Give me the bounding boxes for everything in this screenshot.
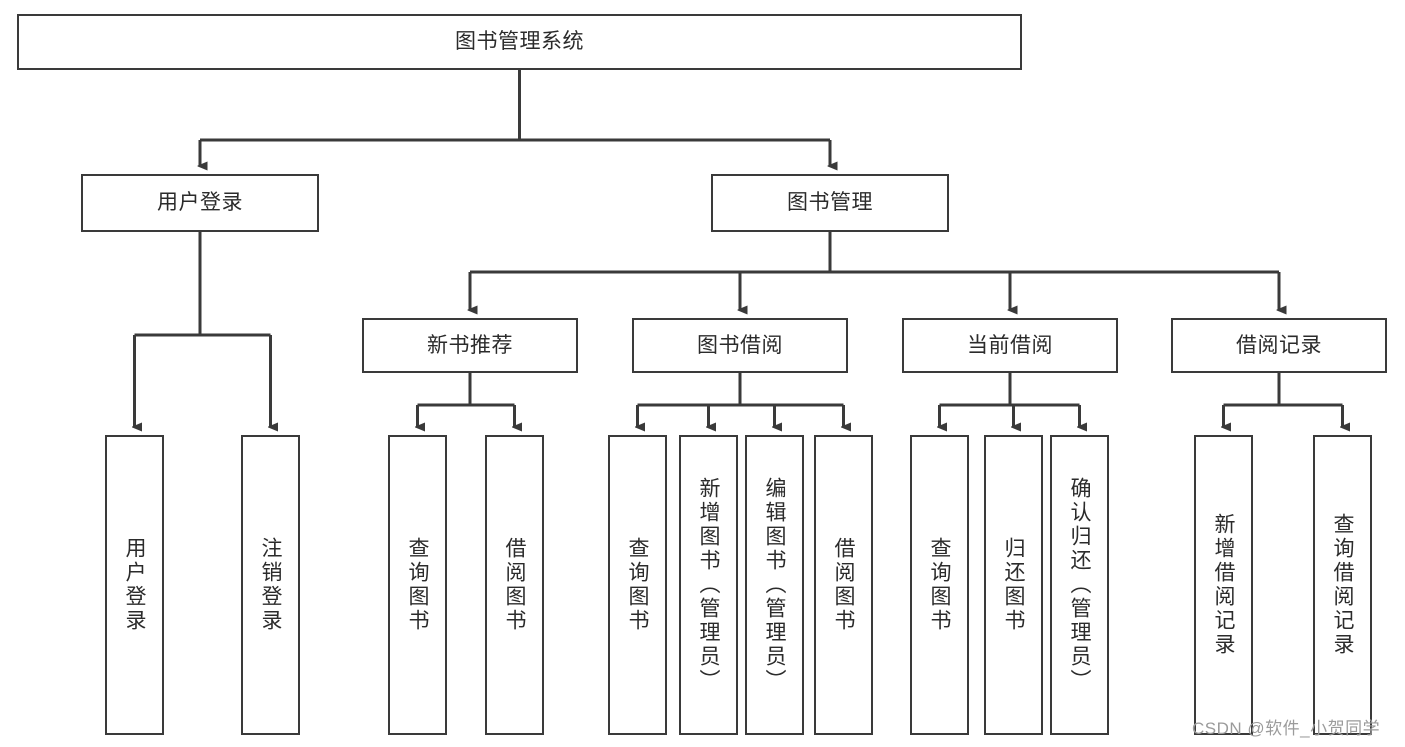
node-leaf-query-book-cb-label: 查询图书 <box>928 537 951 633</box>
node-borrow-record[interactable]: 借阅记录 <box>1171 318 1387 373</box>
node-leaf-query-record[interactable]: 查询借阅记录 <box>1313 435 1372 735</box>
node-leaf-query-record-label: 查询借阅记录 <box>1331 513 1354 657</box>
node-user-login[interactable]: 用户登录 <box>81 174 319 232</box>
node-root-label: 图书管理系统 <box>455 30 584 54</box>
node-leaf-query-book-bb-label: 查询图书 <box>626 537 649 633</box>
node-root[interactable]: 图书管理系统 <box>17 14 1022 70</box>
node-leaf-query-book-rec[interactable]: 查询图书 <box>388 435 447 735</box>
node-user-login-label: 用户登录 <box>157 191 243 215</box>
node-leaf-borrow-book-rec[interactable]: 借阅图书 <box>485 435 544 735</box>
node-leaf-confirm-return-label: 确认归还（管理员） <box>1068 477 1091 693</box>
node-leaf-user-login[interactable]: 用户登录 <box>105 435 164 735</box>
node-leaf-logout-label: 注销登录 <box>259 537 282 633</box>
node-leaf-user-login-label: 用户登录 <box>123 537 146 633</box>
node-borrow-record-label: 借阅记录 <box>1236 333 1322 357</box>
node-leaf-return-book-label: 归还图书 <box>1002 537 1025 633</box>
csdn-watermark: CSDN @软件_小贺同学 <box>1192 719 1381 738</box>
node-leaf-add-record-label: 新增借阅记录 <box>1212 513 1235 657</box>
node-leaf-borrow-book-rec-label: 借阅图书 <box>503 537 526 633</box>
node-leaf-query-book-rec-label: 查询图书 <box>406 537 429 633</box>
node-leaf-return-book[interactable]: 归还图书 <box>984 435 1043 735</box>
node-leaf-edit-book[interactable]: 编辑图书（管理员） <box>745 435 804 735</box>
node-book-borrow-label: 图书借阅 <box>697 333 783 357</box>
node-current-borrow[interactable]: 当前借阅 <box>902 318 1118 373</box>
node-leaf-confirm-return[interactable]: 确认归还（管理员） <box>1050 435 1109 735</box>
node-leaf-borrow-book-bb-label: 借阅图书 <box>832 537 855 633</box>
node-leaf-borrow-book-bb[interactable]: 借阅图书 <box>814 435 873 735</box>
node-book-manage-label: 图书管理 <box>787 191 873 215</box>
node-current-borrow-label: 当前借阅 <box>967 333 1053 357</box>
node-leaf-query-book-bb[interactable]: 查询图书 <box>608 435 667 735</box>
node-book-borrow[interactable]: 图书借阅 <box>632 318 848 373</box>
node-leaf-add-record[interactable]: 新增借阅记录 <box>1194 435 1253 735</box>
node-new-book-rec-label: 新书推荐 <box>427 333 513 357</box>
node-leaf-add-book[interactable]: 新增图书（管理员） <box>679 435 738 735</box>
node-leaf-logout[interactable]: 注销登录 <box>241 435 300 735</box>
node-new-book-rec[interactable]: 新书推荐 <box>362 318 578 373</box>
node-book-manage[interactable]: 图书管理 <box>711 174 949 232</box>
node-leaf-edit-book-label: 编辑图书（管理员） <box>763 477 786 693</box>
node-leaf-query-book-cb[interactable]: 查询图书 <box>910 435 969 735</box>
node-leaf-add-book-label: 新增图书（管理员） <box>697 477 720 693</box>
